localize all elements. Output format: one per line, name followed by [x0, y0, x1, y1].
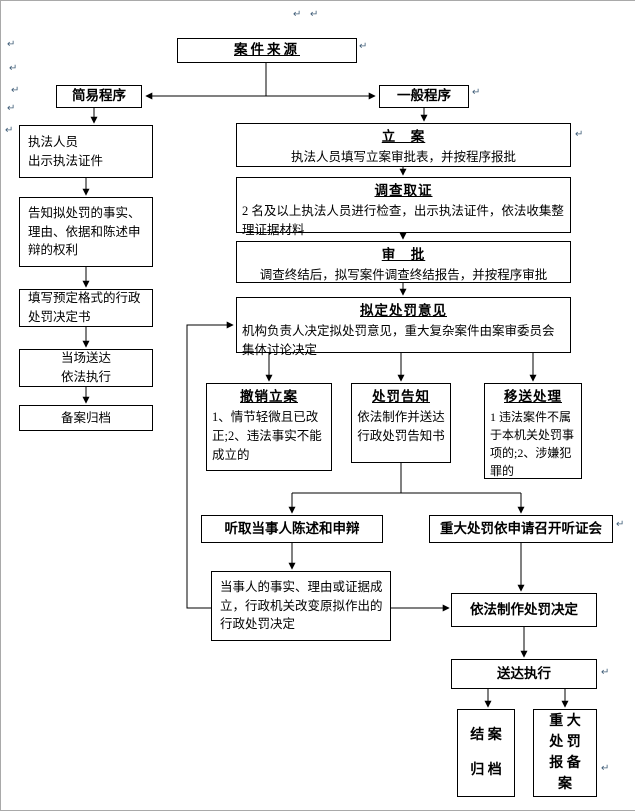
node-filing-archive: 备案归档 — [19, 405, 153, 431]
node-inform-rights: 告知拟处罚的事实、理由、依据和陈述申辩的权利 — [19, 197, 153, 267]
node-general-procedure: 一般程序 — [379, 85, 469, 108]
paragraph-mark: ↵ — [359, 41, 368, 52]
node-case-source-label: 案件来源 — [234, 42, 300, 58]
node-penalty-notice: 处罚告知 依法制作并送达 行政处罚告知书 — [351, 383, 451, 463]
node-withdraw-filing-body: 1、情节轻微且已改正;2、违法事实不能成立的 — [212, 410, 322, 462]
node-approval-body: 调查终结后，拟写案件调查终结报告，并按程序审批 — [259, 268, 548, 283]
node-general-procedure-label: 一般程序 — [397, 88, 451, 104]
node-draft-opinion: 拟定处罚意见 机构负责人决定拟处罚意见，重大复杂案件由案审委员会集体讨论决定 — [236, 297, 571, 357]
paragraph-mark: ↵ — [601, 763, 610, 774]
paragraph-mark: ↵ — [11, 85, 20, 96]
node-case-filing-body: 执法人员填写立案审批表，并按程序报批 — [290, 150, 516, 165]
node-penalty-notice-heading: 处罚告知 — [372, 389, 430, 404]
node-party-established: 当事人的事实、理由或证据成立，行政机关改变原拟作出的行政处罚决定 — [211, 571, 391, 641]
node-penalty-notice-body: 依法制作并送达 行政处罚告知书 — [357, 410, 445, 443]
paragraph-mark: ↵ — [616, 519, 625, 530]
node-party-established-text: 当事人的事实、理由或证据成立，行政机关改变原拟作出的行政处罚决定 — [220, 579, 383, 632]
node-show-credentials: 执法人员 出示执法证件 — [19, 125, 153, 178]
node-transfer-heading: 移送处理 — [504, 389, 562, 404]
node-draft-opinion-heading: 拟定处罚意见 — [360, 303, 447, 318]
paragraph-mark: ↵ — [9, 63, 18, 74]
node-transfer: 移送处理 1 违法案件不属于本机关处罚事项的;2、涉嫌犯罪的 — [484, 383, 582, 479]
node-investigation-body: 2 名及以上执法人员进行检查，出示执法证件，依法收集整理证据材料 — [242, 204, 564, 237]
node-close-archive-text: 结 案 归 档 — [470, 728, 502, 778]
node-hearing: 重大处罚依申请召开听证会 — [429, 515, 613, 543]
paragraph-mark: ↵ — [310, 9, 319, 20]
node-simple-procedure-label: 简易程序 — [72, 88, 126, 104]
node-fill-decision-text: 填写预定格式的行政处罚决定书 — [28, 291, 141, 324]
node-fill-decision: 填写预定格式的行政处罚决定书 — [19, 289, 153, 327]
node-close-archive: 结 案 归 档 — [457, 709, 515, 797]
node-withdraw-filing: 撤销立案 1、情节轻微且已改正;2、违法事实不能成立的 — [206, 383, 332, 471]
node-case-filing-heading: 立 案 — [381, 129, 426, 144]
node-investigation: 调查取证 2 名及以上执法人员进行检查，出示执法证件，依法收集整理证据材料 — [236, 177, 571, 237]
node-simple-procedure: 简易程序 — [56, 85, 142, 108]
node-make-decision-label: 依法制作处罚决定 — [470, 601, 578, 617]
node-transfer-body: 1 违法案件不属于本机关处罚事项的;2、涉嫌犯罪的 — [490, 410, 575, 479]
node-major-report-text: 重 大 处 罚 报 备 案 — [549, 714, 581, 792]
node-approval: 审 批 调查终结后，拟写案件调查终结报告，并按程序审批 — [236, 241, 571, 283]
node-draft-opinion-body: 机构负责人决定拟处罚意见，重大复杂案件由案审委员会集体讨论决定 — [242, 324, 555, 357]
node-case-filing: 立 案 执法人员填写立案审批表，并按程序报批 — [236, 123, 571, 167]
node-deliver-execute-label: 送达执行 — [497, 665, 551, 681]
paragraph-mark: ↵ — [293, 9, 302, 20]
node-case-source: 案件来源 — [177, 38, 357, 63]
node-major-report: 重 大 处 罚 报 备 案 — [533, 709, 597, 797]
paragraph-mark: ↵ — [5, 125, 14, 136]
node-deliver-execute: 送达执行 — [451, 659, 597, 689]
node-approval-heading: 审 批 — [381, 247, 426, 262]
node-hear-statement-label: 听取当事人陈述和申辩 — [224, 520, 360, 536]
node-show-credentials-text: 执法人员 出示执法证件 — [28, 134, 104, 168]
node-filing-archive-text: 备案归档 — [60, 410, 111, 425]
node-onsite-delivery: 当场送达 依法执行 — [19, 349, 153, 387]
paragraph-mark: ↵ — [472, 87, 481, 98]
paragraph-mark: ↵ — [7, 39, 16, 50]
node-onsite-delivery-text: 当场送达 依法执行 — [60, 351, 111, 384]
node-inform-rights-text: 告知拟处罚的事实、理由、依据和陈述申辩的权利 — [28, 205, 141, 258]
paragraph-mark: ↵ — [575, 129, 584, 140]
node-hear-statement: 听取当事人陈述和申辩 — [201, 515, 383, 543]
node-hearing-label: 重大处罚依申请召开听证会 — [440, 520, 602, 536]
paragraph-mark: ↵ — [601, 667, 610, 678]
node-make-decision: 依法制作处罚决定 — [451, 593, 597, 627]
node-investigation-heading: 调查取证 — [374, 183, 433, 198]
node-withdraw-filing-heading: 撤销立案 — [240, 389, 298, 404]
paragraph-mark: ↵ — [7, 103, 16, 114]
